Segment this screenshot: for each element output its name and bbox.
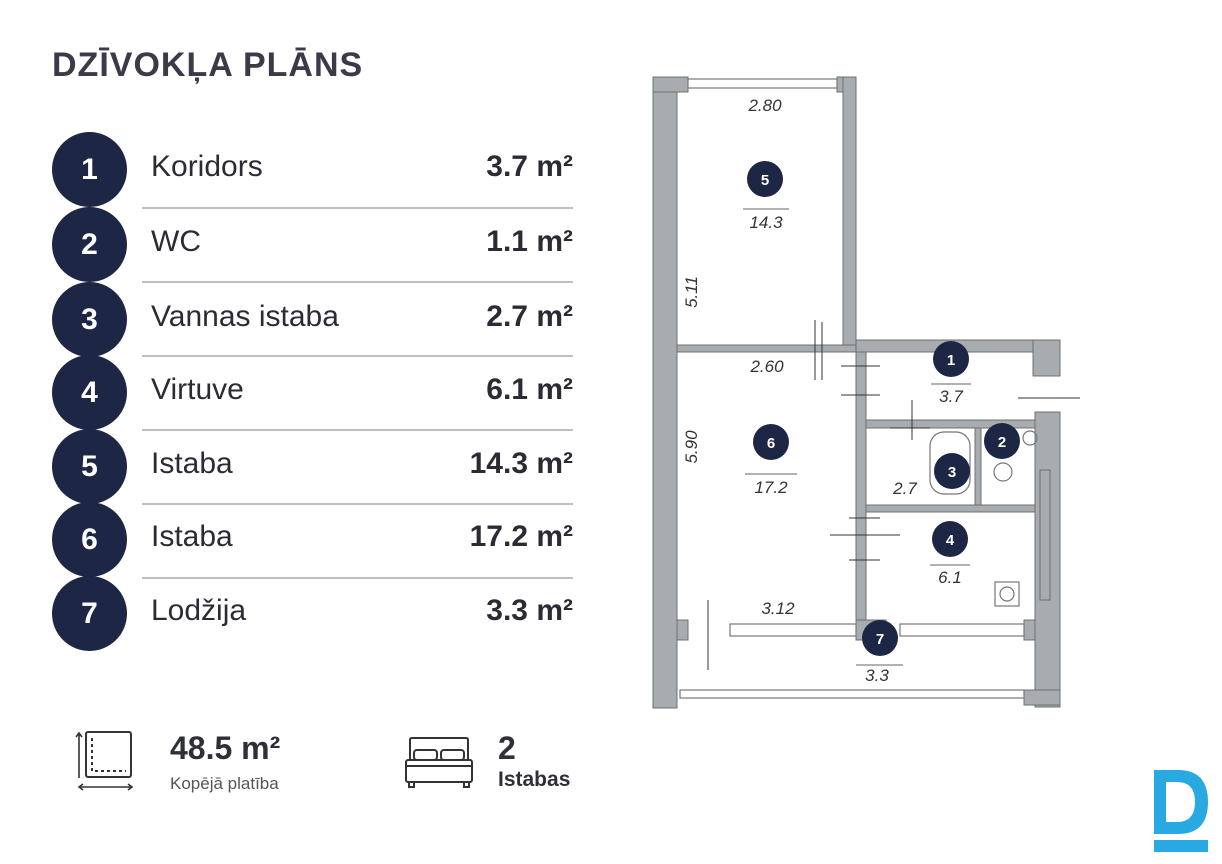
rooms-label: Istabas — [498, 768, 571, 791]
divider — [142, 577, 573, 579]
area-labels: 14.3 17.2 3.7 2.7 6.1 3.3 — [743, 208, 971, 685]
dim-label: 5.90 — [682, 430, 701, 464]
room-row: 6 Istaba 17.2 m² — [52, 502, 573, 577]
plan-badge: 1 — [947, 352, 955, 369]
area-label: 17.2 — [754, 478, 788, 497]
plan-badge: 6 — [767, 435, 775, 452]
area-label: 14.3 — [749, 213, 783, 232]
room-number-badge: 6 — [52, 502, 127, 577]
room-area: 3.7 m² — [486, 150, 573, 183]
area-icon — [75, 731, 134, 791]
room-row: 5 Istaba 14.3 m² — [52, 429, 573, 504]
room-name: Vannas istaba — [151, 300, 339, 333]
plan-badge: 5 — [761, 172, 769, 189]
page-title: DZĪVOKĻA PLĀNS — [52, 46, 364, 84]
room-area: 17.2 m² — [469, 520, 573, 553]
windows — [679, 78, 1051, 699]
room-area: 14.3 m² — [469, 447, 573, 480]
dim-label: 3.12 — [761, 599, 795, 618]
room-name: Istaba — [151, 520, 233, 553]
plan-badge: 7 — [876, 631, 884, 648]
room-number-badge: 3 — [52, 282, 127, 357]
rooms-count: 2 — [498, 730, 516, 766]
plan-badges: 5 6 1 2 3 4 7 — [747, 161, 1020, 656]
brand-logo — [1154, 770, 1208, 852]
divider — [142, 429, 573, 431]
room-row: 2 WC 1.1 m² — [52, 207, 573, 282]
plan-badge: 3 — [948, 464, 956, 481]
room-name: WC — [151, 225, 201, 258]
plan-badge: 2 — [998, 434, 1006, 451]
plan-badge: 4 — [946, 532, 955, 549]
area-label: 3.7 — [939, 387, 963, 406]
room-name: Istaba — [151, 447, 233, 480]
room-row: 7 Lodžija 3.3 m² — [52, 576, 573, 651]
room-name: Virtuve — [151, 373, 244, 406]
dim-label: 5.11 — [682, 276, 701, 308]
bed-icon — [405, 737, 473, 788]
room-number-badge: 7 — [52, 576, 127, 651]
room-row: 1 Koridors 3.7 m² — [52, 132, 573, 207]
room-area: 3.3 m² — [486, 594, 573, 627]
room-area: 2.7 m² — [486, 300, 573, 333]
room-number-badge: 1 — [52, 132, 127, 207]
area-label: 3.3 — [865, 666, 889, 685]
room-number-badge: 5 — [52, 429, 127, 504]
area-label: 2.7 — [892, 479, 917, 498]
room-name: Koridors — [151, 150, 263, 183]
door-marks — [707, 320, 1080, 670]
walls — [652, 76, 1061, 709]
room-row: 3 Vannas istaba 2.7 m² — [52, 282, 573, 357]
dimension-labels: 2.80 5.11 2.60 5.90 3.12 — [682, 96, 795, 618]
room-number-badge: 4 — [52, 355, 127, 430]
room-area: 6.1 m² — [486, 373, 573, 406]
divider — [142, 503, 573, 505]
area-label: 6.1 — [938, 568, 962, 587]
divider — [142, 207, 573, 209]
room-area: 1.1 m² — [486, 225, 573, 258]
dim-label: 2.60 — [749, 357, 784, 376]
total-area-value: 48.5 m² — [170, 730, 281, 766]
room-number-badge: 2 — [52, 207, 127, 282]
divider — [142, 355, 573, 357]
dim-label: 2.80 — [747, 96, 782, 115]
total-area-label: Kopējā platība — [170, 774, 279, 793]
room-row: 4 Virtuve 6.1 m² — [52, 355, 573, 430]
divider — [142, 281, 573, 283]
room-name: Lodžija — [151, 594, 247, 627]
